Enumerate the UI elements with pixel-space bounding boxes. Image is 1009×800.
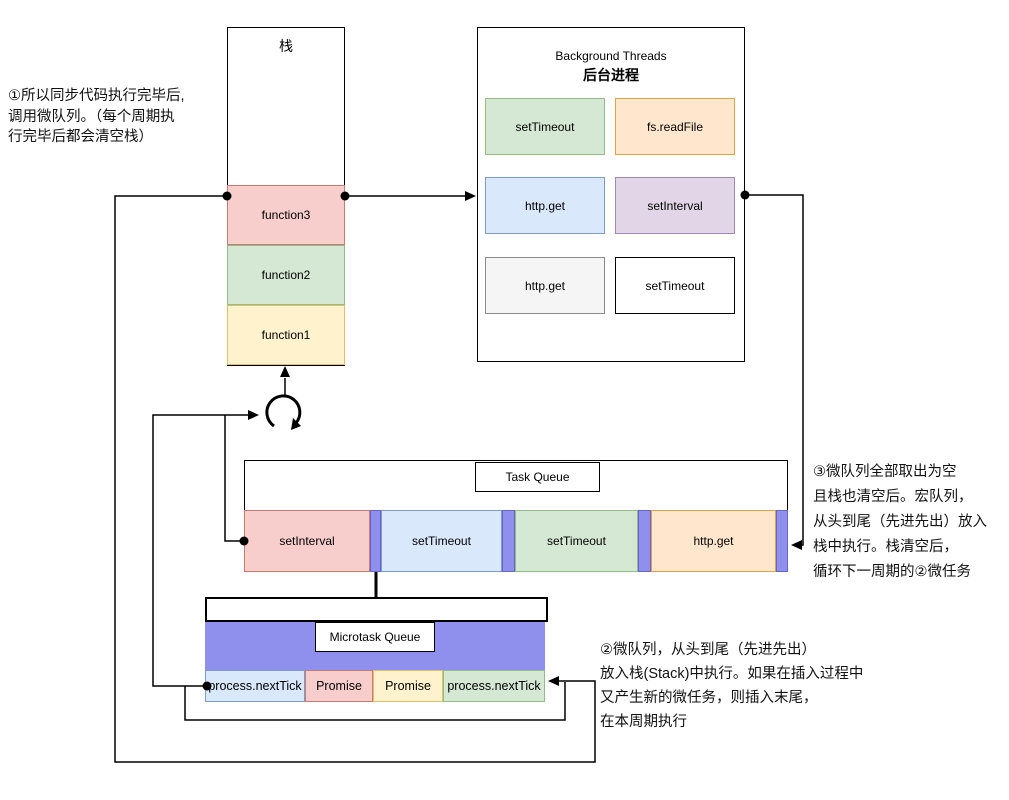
task-queue-item-settimeout: setTimeout — [381, 510, 502, 572]
queue-divider — [776, 510, 788, 572]
task-queue-title: Task Queue — [475, 462, 600, 492]
annotation-line: ①所以同步代码执行完毕后, — [8, 88, 185, 104]
bg-thread-http-get: http.get — [485, 177, 605, 234]
microtask-queue-box — [205, 597, 548, 622]
annotation-line: 放入栈(Stack)中执行。如果在插入过程中 — [600, 666, 864, 682]
background-threads-title-en: Background Threads — [555, 49, 667, 63]
annotation-sync-code: ①所以同步代码执行完毕后, 调用微队列。（每个周期执 行完毕后都会清空栈） — [8, 86, 185, 148]
background-threads-title-zh: 后台进程 — [583, 67, 639, 83]
bg-thread-settimeout: setTimeout — [485, 98, 605, 155]
arrowhead — [280, 366, 290, 377]
annotation-line: 调用微队列。（每个周期执 — [8, 108, 175, 125]
microtask-item-process-nexttick-2: process.nextTick — [443, 670, 545, 702]
microtask-item-promise-2: Promise — [373, 670, 443, 702]
annotation-line: 行完毕后都会清空栈） — [8, 129, 153, 145]
arrowhead — [791, 540, 802, 550]
event-loop-icon — [265, 394, 302, 428]
task-queue-item-settimeout-2: setTimeout — [515, 510, 638, 572]
annotation-line: ③微队列全部取出为空 — [813, 464, 957, 480]
annotation-macro-queue: ③微队列全部取出为空 且栈也清空后。宏队列， 从头到尾（先进先出）放入 栈中执行… — [813, 460, 987, 585]
microtask-item-promise: Promise — [305, 670, 373, 702]
task-queue-item-http-get: http.get — [651, 510, 776, 572]
annotation-line: 又产生新的微任务，则插入末尾， — [600, 690, 818, 706]
annotation-micro-queue: ②微队列，从头到尾（先进先出） 放入栈(Stack)中执行。如果在插入过程中 又… — [600, 638, 863, 734]
arrowhead — [465, 191, 476, 201]
bg-thread-fs-readfile: fs.readFile — [615, 98, 735, 155]
annotation-line: 栈中执行。栈清空后， — [813, 539, 958, 555]
annotation-line: 在本周期执行 — [600, 714, 687, 730]
queue-divider — [638, 510, 651, 572]
bg-thread-http-get-2: http.get — [485, 257, 605, 314]
bg-thread-setinterval: setInterval — [615, 177, 735, 234]
bg-thread-settimeout-2: setTimeout — [615, 257, 735, 314]
microtask-item-process-nexttick: process.nextTick — [205, 670, 305, 702]
annotation-line: 从头到尾（先进先出）放入 — [813, 514, 987, 530]
microtask-queue-title: Microtask Queue — [315, 622, 435, 652]
stack-frame-function1: function1 — [227, 305, 345, 365]
annotation-line: 且栈也清空后。宏队列， — [813, 489, 973, 505]
annotation-line: ②微队列，从头到尾（先进先出） — [600, 642, 816, 658]
arrowhead — [291, 418, 301, 430]
task-queue-item-setinterval: setInterval — [244, 510, 370, 572]
stack-frame-function3: function3 — [227, 185, 345, 245]
arrowhead — [248, 410, 259, 420]
annotation-line: 循环下一周期的②微任务 — [813, 564, 971, 580]
call-stack-title: 栈 — [279, 38, 293, 54]
wire-taskqueue-to-loop — [224, 415, 240, 542]
stack-frame-function2: function2 — [227, 245, 345, 305]
queue-divider — [502, 510, 515, 572]
arrowhead — [548, 676, 559, 686]
queue-divider — [370, 510, 381, 572]
